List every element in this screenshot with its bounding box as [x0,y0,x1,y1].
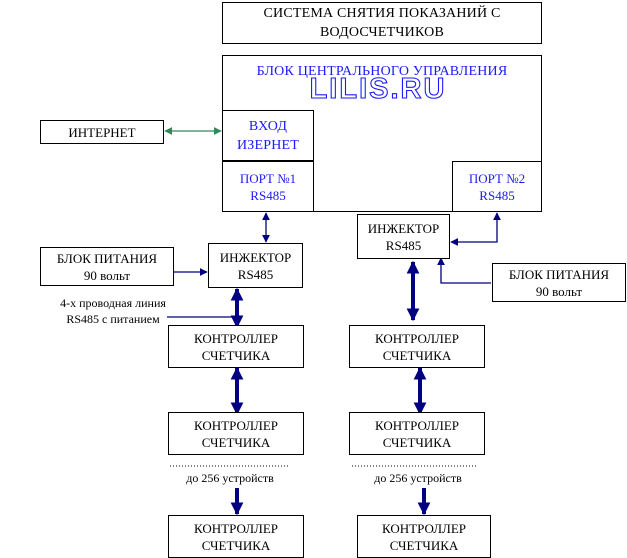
ethernet-input-box: ВХОД ИЗЕРНЕТ [222,110,314,161]
wire-note-line2: RS485 с питанием [66,312,160,326]
controller-right-2: КОНТРОЛЛЕР СЧЕТЧИКА [349,412,485,455]
injector-left-line1: ИНЖЕКТОР [219,249,292,265]
controller-left-1: КОНТРОЛЛЕР СЧЕТЧИКА [168,325,304,368]
power-right-line2: 90 вольт [535,283,583,299]
controller-right-2-line2: СЧЕТЧИКА [382,434,452,450]
power-supply-left-box: БЛОК ПИТАНИЯ 90 вольт [40,247,174,286]
controller-right-3: КОНТРОЛЛЕР СЧЕТЧИКА [357,515,491,558]
wire-note-line1: 4-х проводная линия [60,296,166,310]
injector-right-line2: RS485 [385,237,422,253]
device-limit-left-text: до 256 устройств [186,471,274,485]
device-limit-right-text: до 256 устройств [374,471,462,485]
port1-line2: RS485 [250,187,286,203]
central-unit-label: БЛОК ЦЕНТРАЛЬНОГО УПРАВЛЕНИЯ [256,64,508,79]
port2-link-arrow [450,212,501,246]
controller-right-2-line1: КОНТРОЛЛЕР [375,417,459,433]
power-left-line2: 90 вольт [83,267,131,283]
controller-right-1-line1: КОНТРОЛЛЕР [375,330,459,346]
controller-left-1-line2: СЧЕТЧИКА [201,347,271,363]
controller-left-3: КОНТРОЛЛЕР СЧЕТЧИКА [168,515,304,558]
injector-right-line1: ИНЖЕКТОР [367,220,440,236]
controller-left-1-line1: КОНТРОЛЛЕР [194,330,278,346]
internet-box: ИНТЕРНЕТ [40,120,164,144]
power-right-line1: БЛОК ПИТАНИЯ [508,266,610,282]
controller-left-2: КОНТРОЛЛЕР СЧЕТЧИКА [168,412,304,455]
port2-line1: ПОРТ №2 [468,170,526,186]
lilis-logo: LILIS.RU [309,75,447,103]
device-limit-left: до 256 устройств [160,470,300,486]
system-title-line1: СИСТЕМА СНЯТИЯ ПОКАЗАНИЙ С [263,6,501,21]
injector-left-box: ИНЖЕКТОР RS485 [208,243,303,288]
injector-right-box: ИНЖЕКТОР RS485 [357,214,450,259]
device-limit-right: до 256 устройств [348,470,488,486]
power-right-arrow [437,257,491,284]
port2-line2: RS485 [479,187,515,203]
wire-note: 4-х проводная линия RS485 с питанием [28,295,198,327]
controller-right-1-line2: СЧЕТЧИКА [382,347,452,363]
controller-left-2-line1: КОНТРОЛЛЕР [194,417,278,433]
controller-right-3-line1: КОНТРОЛЛЕР [382,520,466,536]
controller-right-1: КОНТРОЛЛЕР СЧЕТЧИКА [349,325,485,368]
injector-left-line2: RS485 [237,266,274,282]
controller-left-3-line1: КОНТРОЛЛЕР [194,520,278,536]
port1-line1: ПОРТ №1 [239,170,297,186]
system-title-box: СИСТЕМА СНЯТИЯ ПОКАЗАНИЙ С ВОДОСЧЕТЧИКОВ [222,2,542,44]
svg-text:LILIS.RU: LILIS.RU [310,75,447,103]
controller-left-3-line2: СЧЕТЧИКА [201,537,271,553]
controller-right-3-line2: СЧЕТЧИКА [389,537,459,553]
internet-label: ИНТЕРНЕТ [68,124,136,140]
power-supply-right-box: БЛОК ПИТАНИЯ 90 вольт [492,263,626,302]
port2-box: ПОРТ №2 RS485 [452,161,542,212]
power-left-line1: БЛОК ПИТАНИЯ [56,250,158,266]
controller-left-2-line2: СЧЕТЧИКА [201,434,271,450]
port1-box: ПОРТ №1 RS485 [222,161,314,212]
system-title-line2: ВОДОСЧЕТЧИКОВ [319,25,445,40]
ethernet-input-line2: ИЗЕРНЕТ [236,137,300,153]
ethernet-input-line1: ВХОД [248,118,288,134]
